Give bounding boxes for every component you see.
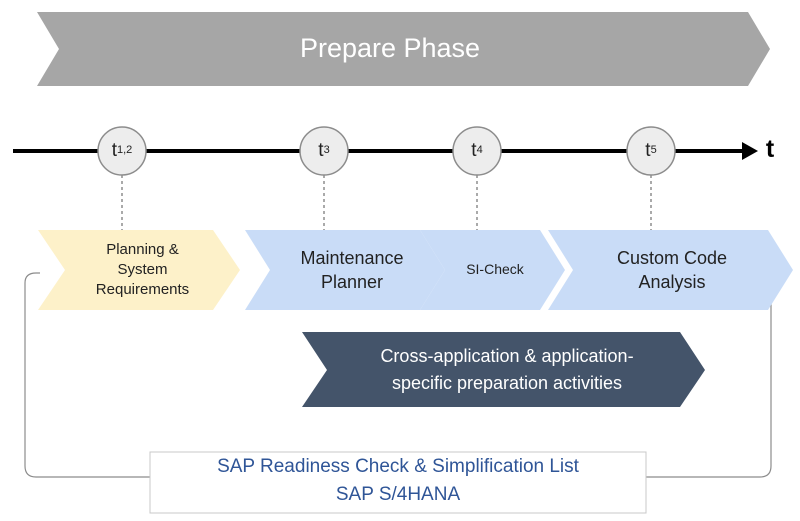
step-label-customcode: Custom Code Analysis — [616, 247, 728, 292]
marker-subscript: 1,2 — [116, 144, 133, 157]
step-chevron-maintenance — [245, 230, 445, 310]
step-label-sicheck: SI-Check — [466, 261, 524, 278]
bracket-connector — [24, 272, 772, 478]
marker-subscript: 4 — [476, 144, 483, 157]
timeline-marker-t12 — [97, 126, 147, 176]
step-label-planning: Planning & System Requirements — [95, 240, 190, 299]
marker-subscript: 3 — [323, 144, 330, 157]
step-chevron-sicheck — [420, 230, 565, 310]
marker-base: t — [111, 140, 117, 162]
readiness-box — [149, 451, 647, 514]
marker-base: t — [645, 140, 651, 162]
activities-chevron — [302, 332, 705, 407]
readiness-subtitle: SAP S/4HANA — [335, 484, 461, 506]
readiness-title: SAP Readiness Check & Simplification Lis… — [217, 456, 579, 478]
timeline-marker-t4 — [452, 126, 502, 176]
timeline-marker-t3 — [299, 126, 349, 176]
marker-subscript: 5 — [650, 144, 657, 157]
timeline-arrowhead — [742, 142, 758, 160]
phase-label: Prepare Phase — [299, 33, 481, 64]
step-label-maintenance: Maintenance Planner — [300, 247, 404, 292]
marker-base: t — [318, 140, 324, 162]
timeline-axis-label: t — [765, 135, 775, 164]
phase-chevron — [37, 12, 770, 86]
step-chevron-planning — [38, 230, 240, 310]
step-chevron-customcode — [548, 230, 793, 310]
activities-label: Cross-application & application- specifi… — [380, 346, 634, 393]
timeline-marker-t5 — [626, 126, 676, 176]
marker-base: t — [471, 140, 477, 162]
